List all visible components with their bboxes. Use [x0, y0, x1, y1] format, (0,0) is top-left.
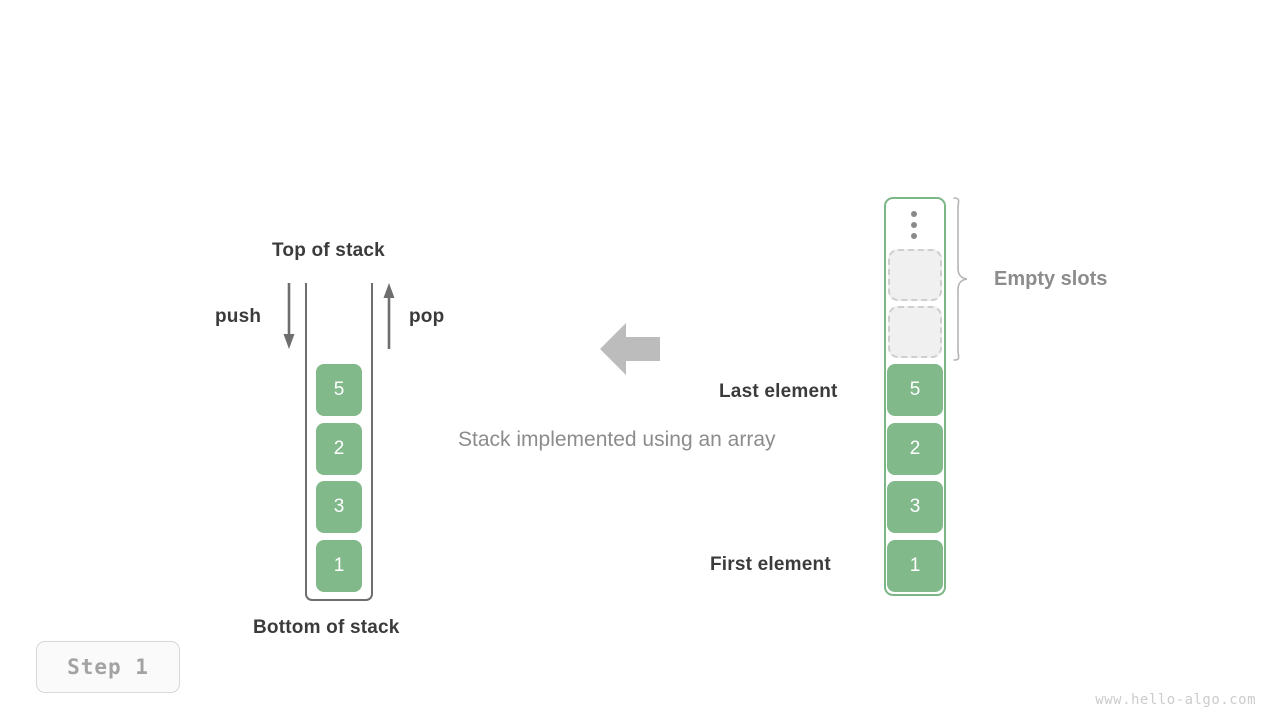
empty-slot: [888, 249, 942, 301]
array-cell: 5: [887, 364, 943, 416]
last-element-label: Last element: [719, 381, 838, 402]
stack-cell: 5: [316, 364, 362, 416]
stack-cell: 2: [316, 423, 362, 475]
watermark: www.hello-algo.com: [1095, 692, 1256, 708]
empty-slot: [888, 306, 942, 358]
pop-label: pop: [409, 306, 445, 327]
left-arrow-icon: [600, 323, 660, 375]
push-arrow-icon: [283, 283, 295, 349]
diagram-caption: Stack implemented using an array: [458, 428, 776, 451]
first-element-label: First element: [710, 554, 831, 575]
stack-container: [305, 283, 373, 601]
push-label: push: [215, 306, 262, 327]
array-cell: 2: [887, 423, 943, 475]
stack-cell: 1: [316, 540, 362, 592]
array-cell: 3: [887, 481, 943, 533]
stack-cell: 3: [316, 481, 362, 533]
pop-arrow-icon: [383, 283, 395, 349]
top-of-stack-label: Top of stack: [272, 240, 385, 261]
empty-slots-label: Empty slots: [994, 268, 1108, 290]
step-badge-label: Step 1: [67, 655, 149, 679]
step-badge: Step 1: [36, 641, 180, 693]
bottom-of-stack-label: Bottom of stack: [253, 617, 400, 638]
curly-brace-icon: [953, 197, 968, 361]
array-cell: 1: [887, 540, 943, 592]
vertical-dots-icon: [910, 211, 918, 239]
